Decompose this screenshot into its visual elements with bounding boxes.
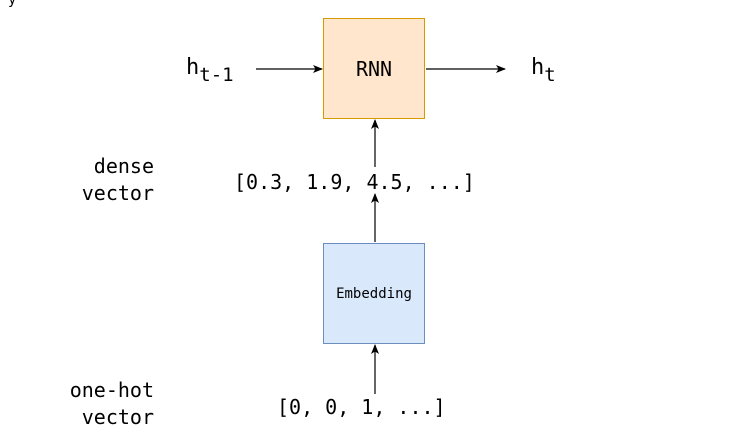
one-hot-vector-values: [0, 0, 1, ...]: [277, 395, 446, 419]
dense-caption-line1: dense: [93, 154, 154, 178]
input-state-base: h: [186, 55, 200, 80]
output-state-base: h: [531, 55, 545, 80]
input-state-subscript: t-1: [199, 64, 234, 86]
dense-vector-caption: dense vector: [82, 153, 154, 207]
embedding-box: Embedding: [323, 243, 425, 344]
input-state-label: ht-1: [186, 55, 234, 85]
dense-caption-line2: vector: [81, 181, 154, 205]
dense-vector-values: [0.3, 1.9, 4.5, ...]: [234, 170, 475, 194]
one-hot-vector-caption: one-hot vector: [70, 377, 154, 431]
one-hot-caption-line1: one-hot: [69, 378, 154, 402]
rnn-box: RNN: [323, 18, 425, 119]
output-state-label: ht: [531, 55, 556, 85]
output-state-subscript: t: [544, 64, 556, 86]
embedding-label: Embedding: [336, 285, 412, 302]
one-hot-caption-line2: vector: [81, 405, 154, 429]
rnn-label: RNN: [355, 56, 393, 81]
corner-mark: y: [8, 0, 17, 8]
